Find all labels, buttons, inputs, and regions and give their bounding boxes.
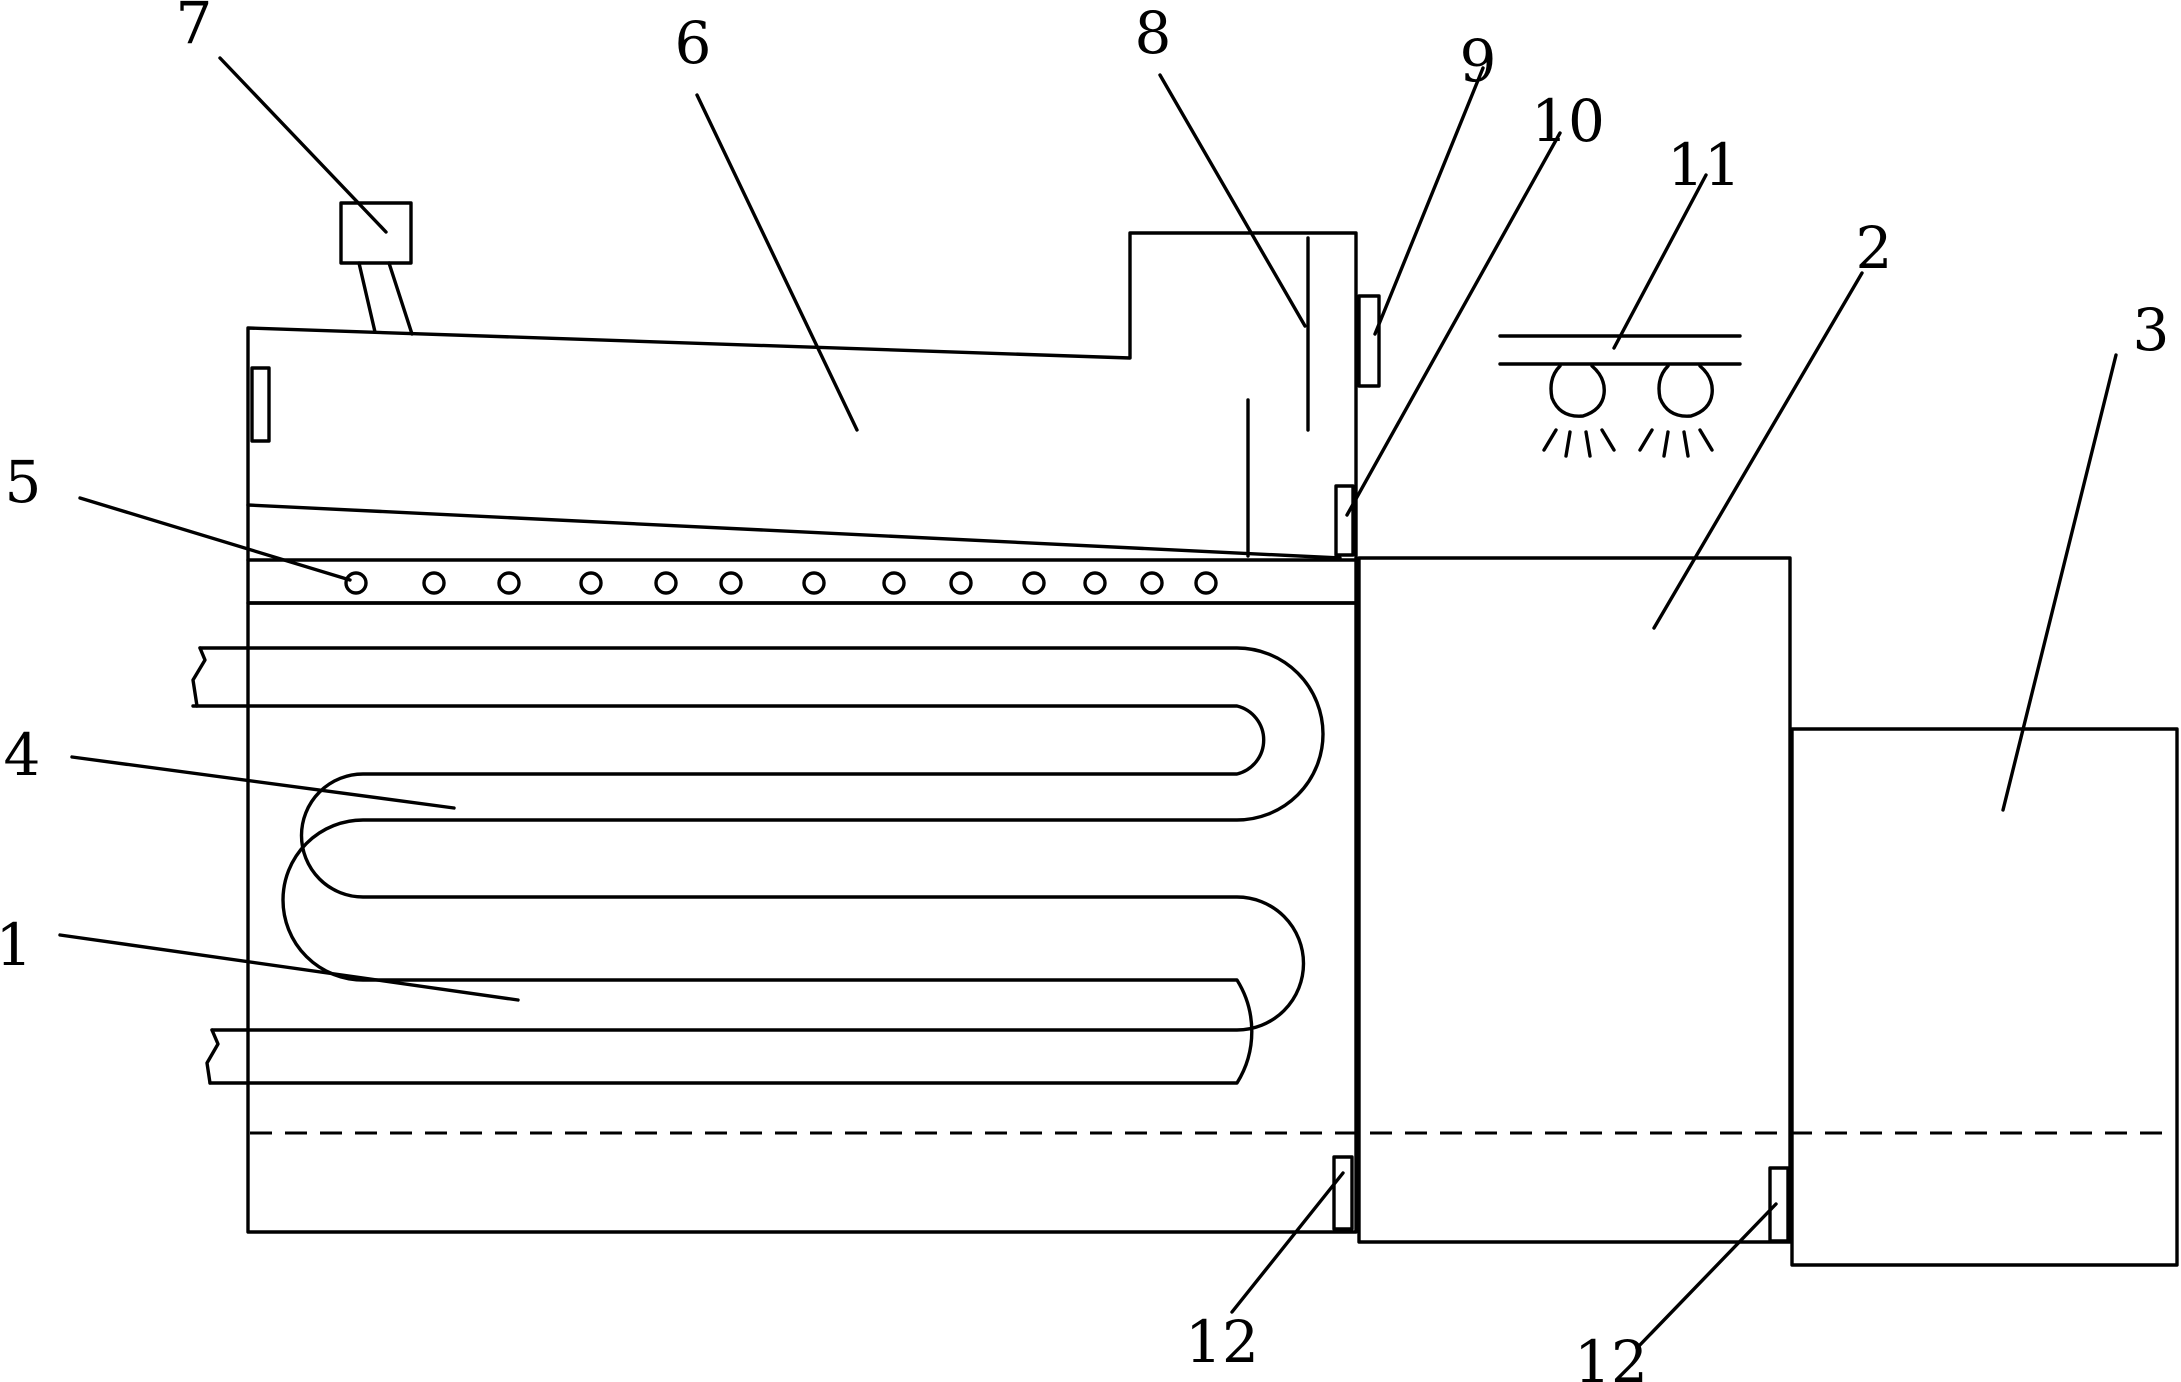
aeration-hole — [579, 571, 603, 595]
label-12-right: 12 — [1574, 1328, 1648, 1382]
left-side-door — [250, 366, 271, 443]
aeration-hole — [1022, 571, 1046, 595]
rinse-tank — [1357, 556, 1792, 1244]
aeration-hole — [344, 571, 368, 595]
main-tank — [246, 601, 2175, 1234]
label-11: 11 — [1667, 131, 1741, 199]
aeration-hole — [1140, 571, 1164, 595]
drain-valve-2 — [1768, 1166, 1790, 1243]
label-7: 7 — [176, 0, 213, 57]
aeration-hole — [422, 571, 446, 595]
leader-lines — [58, 56, 2118, 1350]
exhaust-box — [339, 201, 414, 336]
heating-coil — [191, 646, 1325, 1085]
label-12-left: 12 — [1185, 1308, 1259, 1376]
spray-lamps — [1498, 334, 1742, 458]
drain-valve-1 — [1332, 1155, 1354, 1231]
aeration-holes — [344, 571, 1218, 595]
label-6: 6 — [675, 9, 712, 77]
aeration-hole — [949, 571, 973, 595]
aeration-hole — [1083, 571, 1107, 595]
drying-tank — [1790, 727, 2179, 1267]
label-4: 4 — [4, 721, 41, 789]
block-part-10 — [1334, 484, 1355, 557]
label-9: 9 — [1460, 27, 1497, 95]
aeration-hole — [654, 571, 678, 595]
spray-nozzle-2 — [1638, 364, 1714, 458]
label-5: 5 — [5, 448, 42, 516]
label-8: 8 — [1135, 0, 1172, 67]
aeration-hole — [882, 571, 906, 595]
label-1: 1 — [0, 911, 32, 979]
aeration-hole — [802, 571, 826, 595]
label-10: 10 — [1531, 87, 1605, 155]
spray-nozzle-1 — [1542, 364, 1616, 458]
aeration-pipe — [246, 558, 1358, 605]
upper-hood — [246, 231, 1381, 562]
aeration-hole — [719, 571, 743, 595]
aeration-hole — [1194, 571, 1218, 595]
handle-part-9 — [1357, 294, 1381, 388]
aeration-hole — [497, 571, 521, 595]
label-2: 2 — [1856, 214, 1893, 282]
label-3: 3 — [2133, 296, 2170, 364]
